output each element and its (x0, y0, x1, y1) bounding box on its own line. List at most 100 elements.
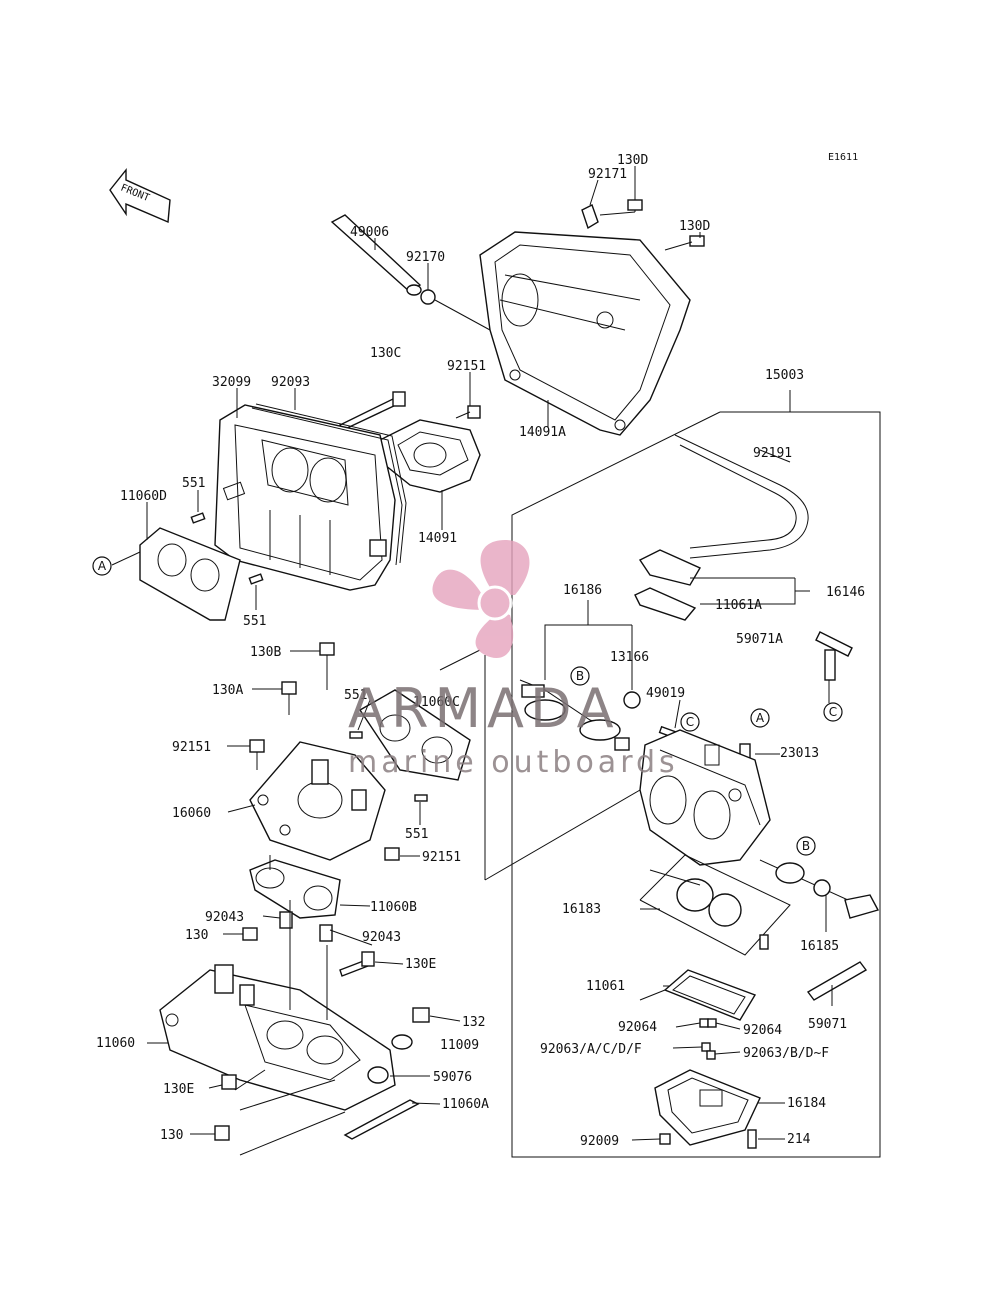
dowel-92043-a (279, 911, 293, 929)
construction-lines (234, 649, 641, 1156)
label-92093: 92093 (271, 375, 310, 390)
label-130C: 130C (370, 346, 401, 361)
svg-text:B: B (576, 669, 584, 683)
label-130B: 130B (250, 645, 281, 660)
ref-C-mid: C (680, 712, 700, 732)
label-551-d: 551 (405, 827, 428, 842)
label-130E-b: 130E (163, 1082, 194, 1097)
bolt-130-a (242, 927, 258, 941)
gasket-11061 (663, 969, 757, 1021)
label-14091: 14091 (418, 531, 457, 546)
label-130-a: 130 (185, 928, 208, 943)
label-92191: 92191 (753, 446, 792, 461)
fitting-59071A (815, 631, 853, 681)
label-59071A: 59071A (736, 632, 783, 647)
ref-B-top: B (570, 666, 590, 686)
bolt-130E-a (339, 951, 375, 977)
spring-13166 (623, 691, 641, 709)
gasket-11060B (249, 859, 341, 919)
dowel-551-a (190, 512, 206, 524)
airbox-32099 (214, 404, 396, 591)
jet-92063 (701, 1042, 716, 1060)
label-92151-lower: 92151 (422, 850, 461, 865)
label-551-a: 551 (182, 476, 205, 491)
label-49019: 49019 (646, 686, 685, 701)
label-16185: 16185 (800, 939, 839, 954)
label-130A: 130A (212, 683, 243, 698)
front-arrow-icon: FRONT (109, 168, 171, 224)
screw-214 (747, 1129, 757, 1149)
fitting-59076 (367, 1066, 389, 1084)
lever-16186 (519, 679, 630, 751)
manifold-16060 (249, 741, 386, 861)
bolt-130-b (214, 1125, 230, 1141)
label-16184: 16184 (787, 1096, 826, 1111)
label-92171: 92171 (588, 167, 627, 182)
label-11060D: 11060D (120, 489, 167, 504)
label-16146: 16146 (826, 585, 865, 600)
watermark-logo (432, 540, 530, 659)
tube-49006 (330, 214, 422, 296)
upper-cover-part (479, 231, 691, 436)
hose-92191 (674, 434, 809, 559)
watermark-tagline: marine outboards (348, 745, 679, 780)
label-23013: 23013 (780, 746, 819, 761)
throttle-shaft-16185 (759, 859, 880, 919)
propeller-icon (432, 540, 530, 659)
leader-lines (111, 166, 833, 1141)
plate-16146 (638, 549, 701, 586)
bolt-130A (281, 681, 297, 715)
label-92043-b: 92043 (362, 930, 401, 945)
label-92151-upper: 92151 (447, 359, 486, 374)
dowel-92043-b (319, 924, 333, 942)
label-130E-a: 130E (405, 957, 436, 972)
diagram-code: E1611 (828, 152, 858, 163)
dowel-551-b (248, 573, 264, 585)
label-11009: 11009 (440, 1038, 479, 1053)
label-59076: 59076 (433, 1070, 472, 1085)
gasket-11060D (139, 527, 241, 621)
label-130D-top: 130D (617, 153, 648, 168)
gasket-11060A (343, 1099, 420, 1140)
label-551-c: 551 (344, 688, 367, 703)
fitting-59071 (806, 961, 868, 1001)
label-11061A: 11061A (715, 598, 762, 613)
dowel-551-d (414, 794, 428, 802)
ref-A-left: A (92, 556, 112, 576)
bolt-130D-right (664, 235, 705, 251)
svg-text:C: C (686, 715, 694, 729)
gasket-92093 (251, 403, 407, 566)
bolt-92151-lower (384, 847, 400, 861)
label-11060C: 11060C (413, 695, 460, 710)
screw-92009 (659, 1133, 671, 1145)
bolt-130D-top (599, 178, 643, 216)
label-130-b: 130 (160, 1128, 183, 1143)
bolt-130C (339, 391, 406, 431)
throttle-body-11060 (159, 964, 396, 1111)
ref-C-right: C (823, 702, 843, 722)
label-92064-right: 92064 (743, 1023, 782, 1038)
label-92063-left: 92063/A/C/D/F (540, 1042, 642, 1057)
label-11060B: 11060B (370, 900, 417, 915)
label-214: 214 (787, 1132, 811, 1147)
bolt-130E-b (221, 1074, 237, 1090)
carburetor-body (639, 729, 771, 866)
jet-92064 (699, 1018, 717, 1028)
label-92170: 92170 (406, 250, 445, 265)
svg-text:A: A (756, 711, 765, 725)
bracket-14091 (379, 419, 481, 493)
label-11060A: 11060A (442, 1097, 489, 1112)
gasket-11060C (359, 689, 471, 781)
ref-B-right: B (796, 836, 816, 856)
svg-text:A: A (98, 559, 107, 573)
label-32099: 32099 (212, 375, 251, 390)
carburetor-assembly-frame (511, 390, 881, 1158)
part-labels: 92171 130D 130D 49006 92170 130C 92151 3… (96, 153, 865, 1149)
label-92043-a: 92043 (205, 910, 244, 925)
label-11060: 11060 (96, 1036, 135, 1051)
label-16186: 16186 (563, 583, 602, 598)
gasket-11061A (634, 587, 697, 621)
float-16183-box (639, 854, 791, 956)
oring-11009 (391, 1034, 413, 1050)
